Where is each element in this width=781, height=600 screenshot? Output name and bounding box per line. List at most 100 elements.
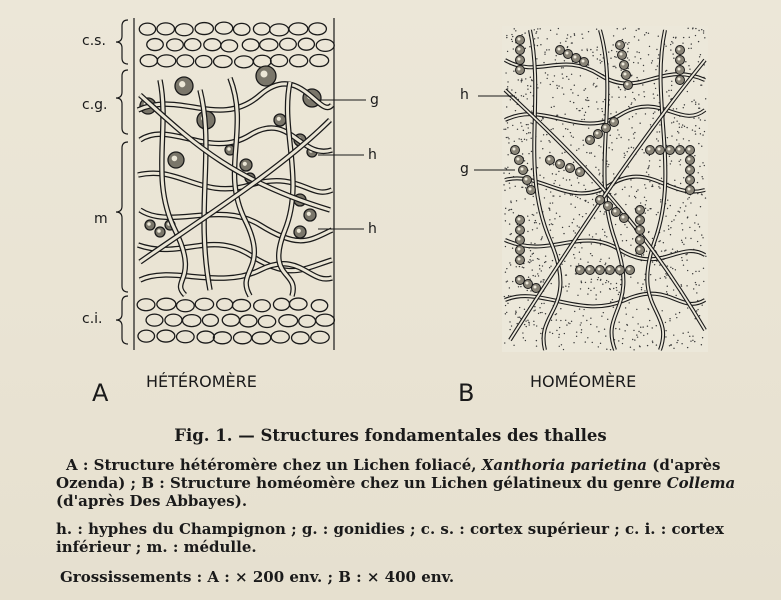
stipple-dot [600, 259, 601, 260]
stipple-dot [690, 340, 691, 341]
cortex-cell [240, 315, 257, 327]
stipple-dot [590, 49, 591, 50]
stipple-dot [640, 327, 641, 328]
cortex-cell [177, 55, 194, 67]
stipple-dot [512, 36, 513, 37]
stipple-dot [670, 205, 671, 206]
stipple-dot [529, 220, 530, 221]
stipple-dot [698, 117, 699, 118]
label-g-a: g [370, 93, 379, 107]
stipple-dot [510, 264, 511, 265]
stipple-dot [530, 250, 531, 251]
gonidium-highlight [688, 148, 691, 151]
stipple-dot [528, 132, 529, 133]
stipple-dot [647, 325, 648, 326]
stipple-dot [694, 230, 695, 231]
stipple-dot [673, 58, 674, 59]
stipple-dot [536, 345, 537, 346]
stipple-dot [634, 132, 635, 133]
stipple-dot [694, 341, 695, 342]
stipple-dot [695, 271, 696, 272]
stipple-dot [637, 282, 638, 283]
stipple-dot [682, 242, 683, 243]
stipple-dot [542, 265, 543, 266]
stipple-dot [650, 124, 651, 125]
stipple-dot [628, 147, 629, 148]
stipple-dot [591, 255, 592, 256]
stipple-dot [594, 217, 595, 218]
stipple-dot [549, 267, 550, 268]
stipple-dot [546, 189, 547, 190]
stipple-dot [619, 328, 620, 329]
stipple-dot [654, 264, 655, 265]
stipple-dot [591, 243, 592, 244]
stipple-dot [670, 227, 671, 228]
stipple-dot [521, 95, 522, 96]
stipple-dot [633, 349, 634, 350]
stipple-dot [532, 253, 533, 254]
stipple-dot [545, 72, 546, 73]
stipple-dot [663, 230, 664, 231]
stipple-dot [659, 131, 660, 132]
gonidium-highlight [261, 71, 268, 78]
gonidium-highlight [638, 228, 641, 231]
stipple-dot [550, 129, 551, 130]
stipple-dot [519, 317, 520, 318]
stipple-dot [555, 314, 556, 315]
stipple-dot [563, 233, 564, 234]
stipple-dot [704, 131, 705, 132]
stipple-dot [564, 333, 565, 334]
stipple-dot [524, 139, 525, 140]
stipple-dot [570, 144, 571, 145]
stipple-dot [507, 303, 508, 304]
stipple-dot [540, 312, 541, 313]
stipple-dot [659, 160, 660, 161]
stipple-dot [511, 89, 512, 90]
stipple-dot [541, 238, 542, 239]
gonidium-highlight [518, 48, 521, 51]
stipple-dot [635, 113, 636, 114]
stipple-dot [567, 46, 568, 47]
stipple-dot [694, 155, 695, 156]
stipple-dot [596, 49, 597, 50]
stipple-dot [610, 113, 611, 114]
stipple-dot [505, 305, 506, 306]
stipple-dot [652, 327, 653, 328]
cortex-cell [254, 300, 271, 312]
stipple-dot [696, 215, 697, 216]
stipple-dot [687, 28, 688, 29]
stipple-dot [665, 322, 666, 323]
stipple-dot [526, 124, 527, 125]
stipple-dot [630, 347, 631, 348]
stipple-dot [700, 206, 701, 207]
cortex-cell [140, 55, 157, 67]
stipple-dot [507, 127, 508, 128]
stipple-dot [583, 309, 584, 310]
stipple-dot [661, 250, 662, 251]
stipple-dot [586, 100, 587, 101]
stipple-dot [505, 72, 506, 73]
stipple-dot [671, 41, 672, 42]
cortex-cell [176, 300, 194, 312]
stipple-dot [577, 225, 578, 226]
stipple-dot [526, 139, 527, 140]
stipple-dot [635, 197, 636, 198]
stipple-dot [639, 52, 640, 53]
stipple-dot [571, 74, 572, 75]
stipple-dot [658, 186, 659, 187]
stipple-dot [677, 131, 678, 132]
gonidium-highlight [598, 268, 601, 271]
stipple-dot [552, 237, 553, 238]
stipple-dot [634, 98, 635, 99]
stipple-dot [552, 333, 553, 334]
cortex-cell [137, 299, 155, 311]
cortex-cell [184, 39, 200, 51]
stipple-dot [604, 211, 605, 212]
stipple-dot [507, 154, 508, 155]
stipple-dot [656, 325, 657, 326]
stipple-dot [570, 36, 571, 37]
stipple-dot [585, 99, 586, 100]
stipple-dot [631, 147, 632, 148]
stipple-dot [692, 335, 693, 336]
stipple-dot [653, 113, 654, 114]
